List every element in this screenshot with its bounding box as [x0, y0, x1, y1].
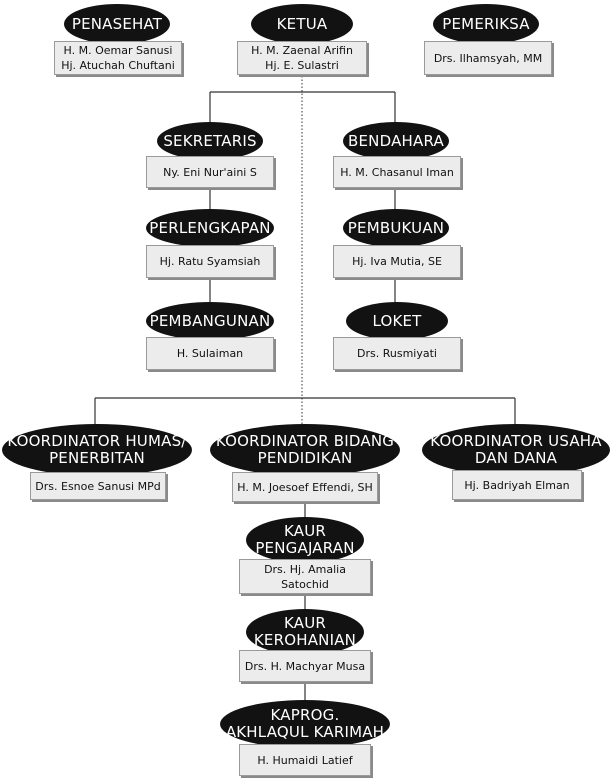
- names-loket: Drs. Rusmiyati: [333, 337, 461, 370]
- names-koordinator-usaha: Hj. Badriyah Elman: [452, 470, 582, 500]
- names-kaur-kerohanian: Drs. H. Machyar Musa: [239, 650, 371, 682]
- names-pembangunan: H. Sulaiman: [146, 337, 274, 370]
- names-sekretaris: Ny. Eni Nur'aini S: [146, 156, 274, 188]
- title-penasehat: PENASEHAT: [64, 4, 170, 44]
- names-kaur-pengajaran: Drs. Hj. Amalia Satochid: [239, 559, 371, 594]
- title-koordinator-usaha: KOORDINATOR USAHA DAN DANA: [422, 424, 610, 476]
- names-pemeriksa: Drs. Ilhamsyah, MM: [424, 41, 552, 75]
- names-kaprog: H. Humaidi Latief: [239, 744, 371, 776]
- names-koordinator-humas: Drs. Esnoe Sanusi MPd: [30, 472, 166, 500]
- title-pembukuan: PEMBUKUAN: [343, 209, 449, 247]
- title-sekretaris: SEKRETARIS: [157, 122, 263, 160]
- title-bendahara: BENDAHARA: [343, 122, 449, 160]
- names-pembukuan: Hj. Iva Mutia, SE: [333, 245, 461, 278]
- title-pemeriksa: PEMERIKSA: [433, 4, 539, 44]
- names-ketua: H. M. Zaenal Arifin Hj. E. Sulastri: [237, 41, 367, 75]
- title-koordinator-pendidikan: KOORDINATOR BIDANG PENDIDIKAN: [210, 424, 400, 476]
- title-ketua: KETUA: [251, 4, 353, 44]
- title-pembangunan: PEMBANGUNAN: [146, 302, 274, 340]
- names-koordinator-pendidikan: H. M. Joesoef Effendi, SH: [232, 472, 378, 502]
- title-kaprog: KAPROG. AKHLAQUL KARIMAH: [220, 700, 390, 748]
- names-bendahara: H. M. Chasanul Iman: [333, 156, 461, 188]
- title-koordinator-humas: KOORDINATOR HUMAS/ PENERBITAN: [2, 424, 192, 476]
- title-kaur-kerohanian: KAUR KEROHANIAN: [246, 609, 364, 655]
- names-perlengkapan: Hj. Ratu Syamsiah: [146, 245, 274, 278]
- title-perlengkapan: PERLENGKAPAN: [146, 209, 274, 247]
- title-loket: LOKET: [346, 302, 448, 340]
- title-kaur-pengajaran: KAUR PENGAJARAN: [246, 517, 364, 563]
- names-penasehat: H. M. Oemar Sanusi Hj. Atuchah Chuftani: [54, 41, 182, 75]
